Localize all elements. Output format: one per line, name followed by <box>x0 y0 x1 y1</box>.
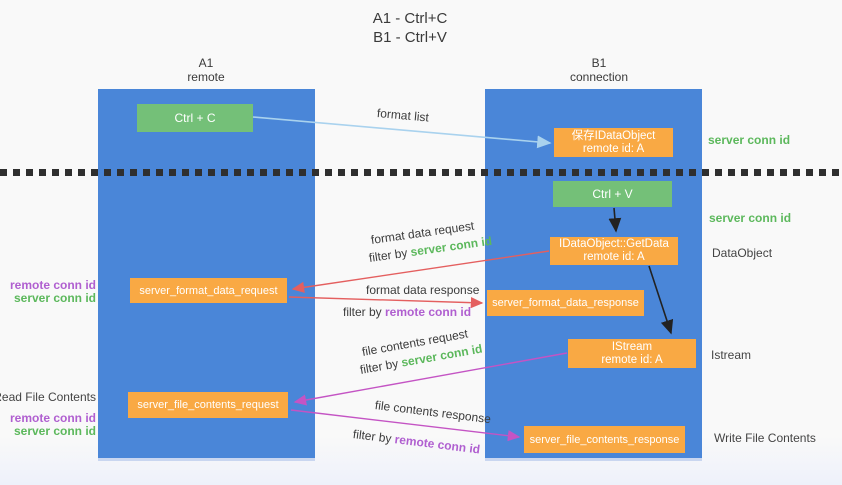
filter-by-text: filter by <box>343 305 386 319</box>
note-group-file: remote conn id server conn id <box>10 412 96 437</box>
lifeline-a1-title: A1 <box>198 56 214 70</box>
note-remote-conn-id: remote conn id <box>9 278 96 292</box>
node-istream-line2: remote id: A <box>601 353 663 366</box>
lifeline-header-a1: A1 remote <box>146 56 266 84</box>
note-server-conn-id-mid: server conn id <box>709 211 792 225</box>
note-group-format: remote conn id server conn id <box>10 279 96 304</box>
node-server-format-data-response: server_format_data_response <box>487 290 644 316</box>
node-server-format-data-request: server_format_data_request <box>130 278 287 303</box>
node-idataobject-getdata: IDataObject::GetData remote id: A <box>550 237 678 265</box>
node-server-file-contents-response: server_file_contents_response <box>524 426 685 453</box>
note-dataobject: DataObject <box>712 246 773 260</box>
note-read-file-contents: Read File Contents <box>0 390 96 404</box>
node-istream-line1: IStream <box>611 340 653 353</box>
node-server-file-contents-request: server_file_contents_request <box>128 392 288 418</box>
note-server-conn-id: server conn id <box>13 423 96 438</box>
title-line-1: A1 - Ctrl+C <box>372 10 448 27</box>
filter-by-text: filter by <box>368 245 412 265</box>
label-format-data-response: format data response <box>366 283 480 297</box>
title-line-2: B1 - Ctrl+V <box>373 29 447 46</box>
remote-conn-id-key: remote conn id <box>393 432 481 457</box>
arrow-format-data-response <box>288 296 484 309</box>
note-write-file-contents: Write File Contents <box>714 431 816 445</box>
node-ctrl-c: Ctrl + C <box>137 104 253 132</box>
node-save-idataobject: 保存IDataObject remote id: A <box>554 128 673 157</box>
diagram-title: A1 - Ctrl+C B1 - Ctrl+V <box>0 9 820 47</box>
dotted-separator-line <box>0 169 842 176</box>
note-remote-conn-id: remote conn id <box>9 411 96 425</box>
note-server-conn-id: server conn id <box>13 290 96 305</box>
node-idataobject-getdata-line2: remote id: A <box>583 251 645 263</box>
lifeline-b1-subtitle: connection <box>569 69 629 84</box>
remote-conn-id-key: remote conn id <box>385 305 472 319</box>
node-save-idataobject-line2: remote id: A <box>582 142 645 155</box>
lifeline-b1-title: B1 <box>591 56 607 70</box>
node-ctrl-v: Ctrl + V <box>553 181 672 207</box>
node-istream: IStream remote id: A <box>568 339 696 368</box>
lifeline-a1-subtitle: remote <box>187 69 225 84</box>
node-idataobject-getdata-line1: IDataObject::GetData <box>559 238 669 250</box>
label-format-data-response-filter: filter by remote conn id <box>343 305 471 319</box>
label-file-contents-response: file contents response <box>374 398 492 427</box>
label-file-contents-response-filter: filter by remote conn id <box>352 427 481 456</box>
note-istream: Istream <box>711 348 752 362</box>
filter-by-text: filter by <box>352 427 396 447</box>
node-save-idataobject-line1: 保存IDataObject <box>571 129 656 142</box>
lifeline-header-b1: B1 connection <box>539 56 659 84</box>
filter-by-text: filter by <box>358 355 403 377</box>
label-format-list: format list <box>376 106 430 125</box>
note-server-conn-id-top: server conn id <box>708 133 791 147</box>
